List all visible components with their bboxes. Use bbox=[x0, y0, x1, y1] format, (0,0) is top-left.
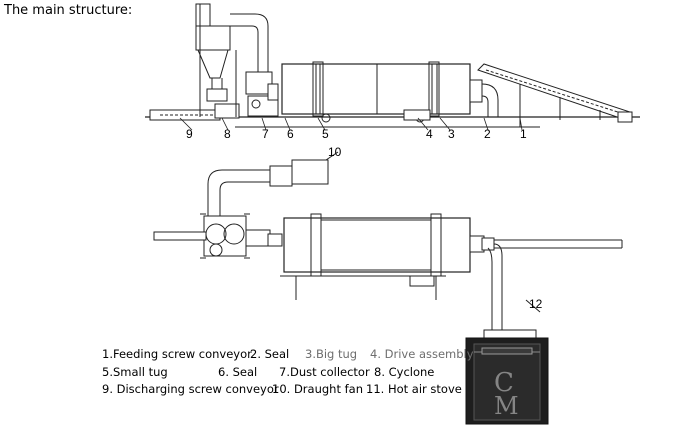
callout-5: 5 bbox=[322, 127, 329, 141]
discharging-screw-conveyor bbox=[149, 103, 240, 121]
plan-view bbox=[153, 151, 623, 336]
dust-collector bbox=[247, 83, 279, 117]
callout-10: 10 bbox=[328, 145, 342, 159]
dust-collector-plan bbox=[200, 213, 250, 259]
callout-1: 1 bbox=[520, 127, 527, 141]
side-view bbox=[145, 3, 640, 131]
legend-item-3: 3.Big tug bbox=[305, 347, 358, 361]
legend-item-6: 6. Seal bbox=[218, 364, 258, 379]
callout-12: 12 bbox=[529, 297, 543, 311]
cyclone-and-duct bbox=[195, 3, 273, 117]
page-heading: The main structure: bbox=[4, 3, 133, 18]
callout-8: 8 bbox=[224, 127, 231, 141]
legend-item-7: 7.Dust collector bbox=[279, 364, 370, 379]
legend-item-11: 11. Hot air stove bbox=[366, 382, 462, 396]
dryer-drum bbox=[281, 61, 483, 123]
dryer-drum-plan bbox=[280, 213, 471, 300]
callout-6: 6 bbox=[287, 127, 294, 141]
legend-item-8: 8. Cyclone bbox=[374, 364, 435, 379]
watermark-letter-m: M bbox=[494, 392, 519, 420]
legend-item-10: 10. Draught fan bbox=[272, 382, 364, 396]
hot-air-stove bbox=[465, 299, 549, 425]
legend-item-2: 2. Seal bbox=[250, 347, 290, 361]
callout-9: 9 bbox=[186, 127, 193, 141]
callout-4: 4 bbox=[426, 127, 433, 141]
callout-7: 7 bbox=[262, 127, 269, 141]
legend-item-9: 9. Discharging screw conveyor bbox=[102, 382, 279, 396]
legend-item-1: 1.Feeding screw conveyor bbox=[102, 347, 252, 361]
callout-3: 3 bbox=[448, 127, 455, 141]
watermark-letter-c: C bbox=[494, 368, 514, 398]
callout-2: 2 bbox=[484, 127, 491, 141]
draught-fan bbox=[207, 151, 339, 218]
legend-item-5: 5.Small tug bbox=[102, 364, 168, 379]
callout-leaders-top bbox=[179, 117, 523, 131]
legend-item-4: 4. Drive assembly bbox=[370, 347, 474, 361]
